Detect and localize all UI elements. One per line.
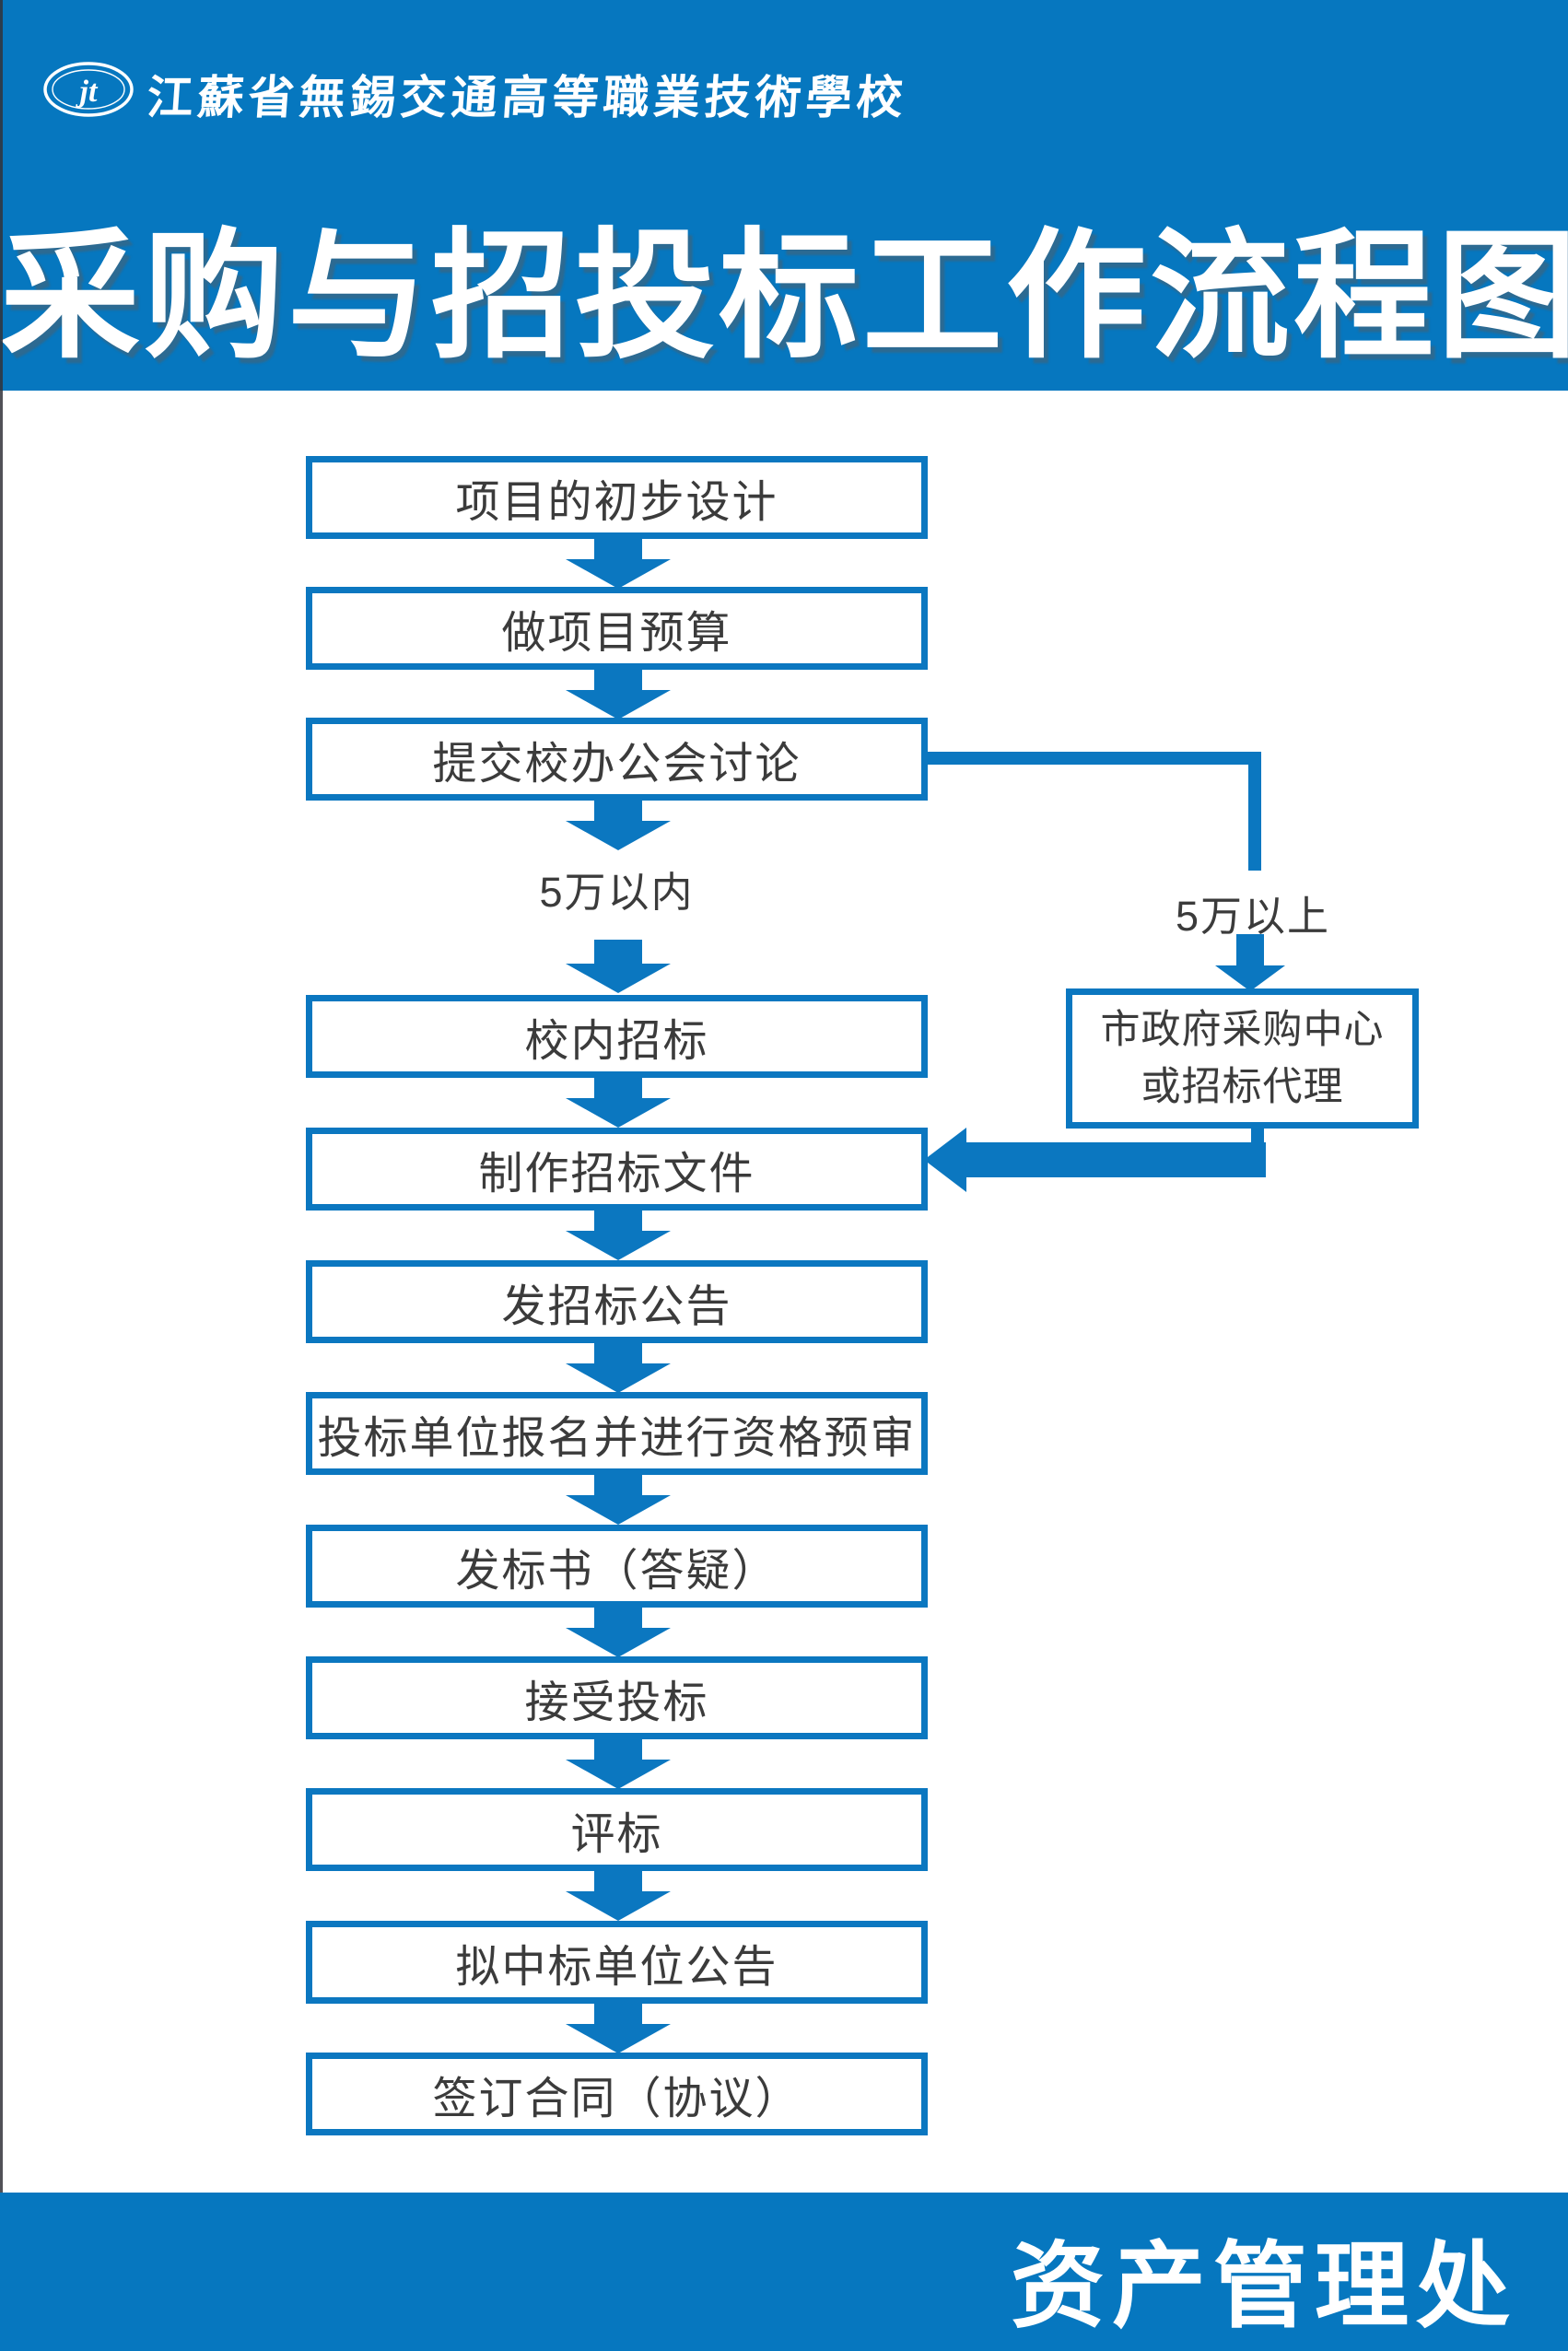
branch-connector-horizontal bbox=[925, 752, 1261, 765]
footer-band bbox=[0, 2193, 1568, 2351]
down-arrow-icon bbox=[566, 964, 671, 993]
down-arrow-icon bbox=[594, 940, 642, 964]
down-arrow-icon bbox=[594, 1074, 642, 1098]
branch-connector-vertical bbox=[1248, 752, 1261, 871]
side-box-line2: 或招标代理 bbox=[1141, 1065, 1344, 1109]
down-arrow-icon bbox=[594, 666, 642, 690]
header-band bbox=[0, 0, 1568, 391]
side-box-line1: 市政府采购中心 bbox=[1100, 1007, 1385, 1052]
return-connector-stub bbox=[1251, 1125, 1264, 1148]
flow-step-bid-evaluation: 评标 bbox=[306, 1788, 928, 1871]
down-arrow-icon bbox=[566, 2024, 671, 2053]
down-arrow-icon bbox=[566, 1891, 671, 1921]
flow-step-make-bid-docs: 制作招标文件 bbox=[306, 1128, 928, 1211]
down-arrow-icon bbox=[566, 821, 671, 850]
down-arrow-icon bbox=[1236, 934, 1264, 965]
down-arrow-icon bbox=[566, 690, 671, 719]
flow-step-office-meeting: 提交校办公会讨论 bbox=[306, 718, 928, 801]
down-arrow-icon bbox=[594, 1867, 642, 1891]
flow-step-gov-procurement-center: 市政府采购中心 或招标代理 bbox=[1066, 988, 1419, 1129]
page-title: 采购与招投标工作流程图 bbox=[0, 220, 1568, 375]
svg-text:jt: jt bbox=[76, 75, 99, 109]
flow-step-sign-contract: 签订合同（协议） bbox=[306, 2053, 928, 2135]
down-arrow-icon bbox=[566, 559, 671, 589]
footer-department: 资产管理处 bbox=[1011, 2236, 1517, 2340]
down-arrow-icon bbox=[594, 1207, 642, 1231]
school-emblem-icon: jt bbox=[43, 62, 134, 117]
flow-step-preliminary-design: 项目的初步设计 bbox=[306, 456, 928, 539]
left-edge-line bbox=[0, 0, 3, 2351]
down-arrow-icon bbox=[594, 797, 642, 821]
down-arrow-icon bbox=[594, 1604, 642, 1628]
down-arrow-icon bbox=[594, 1339, 642, 1363]
down-arrow-icon bbox=[566, 1098, 671, 1128]
down-arrow-icon bbox=[594, 535, 642, 559]
left-arrow-icon bbox=[964, 1142, 1266, 1177]
down-arrow-icon bbox=[566, 1628, 671, 1657]
branch-label-over-50k: 5万以上 bbox=[1175, 893, 1331, 940]
flow-step-project-budget: 做项目预算 bbox=[306, 587, 928, 670]
flow-step-prequalification: 投标单位报名并进行资格预审 bbox=[306, 1392, 928, 1475]
flow-step-accept-bids: 接受投标 bbox=[306, 1656, 928, 1739]
down-arrow-icon bbox=[566, 1231, 671, 1260]
down-arrow-icon bbox=[566, 1363, 671, 1393]
school-name: 江蘇省無錫交通高等職業技術學校 bbox=[145, 72, 909, 123]
left-arrow-icon bbox=[924, 1128, 966, 1192]
down-arrow-icon bbox=[566, 1495, 671, 1525]
down-arrow-icon bbox=[594, 1471, 642, 1495]
down-arrow-icon bbox=[594, 1736, 642, 1760]
down-arrow-icon bbox=[1215, 965, 1285, 991]
flow-step-issue-bid-book: 发标书（答疑） bbox=[306, 1525, 928, 1608]
down-arrow-icon bbox=[566, 1760, 671, 1789]
down-arrow-icon bbox=[594, 2000, 642, 2024]
flow-step-winner-announce: 拟中标单位公告 bbox=[306, 1921, 928, 2004]
flow-step-school-bidding: 校内招标 bbox=[306, 995, 928, 1078]
branch-label-under-50k: 5万以内 bbox=[539, 869, 695, 916]
flow-step-bid-announcement: 发招标公告 bbox=[306, 1260, 928, 1343]
